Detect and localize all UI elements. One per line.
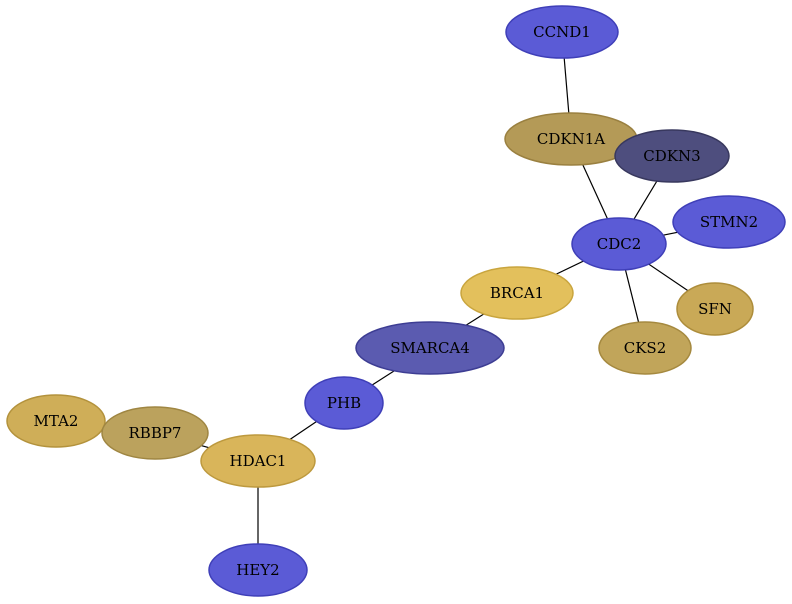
node-cdkn1a[interactable]: CDKN1A <box>504 112 638 166</box>
node-ellipse <box>571 217 667 271</box>
node-phb[interactable]: PHB <box>304 376 384 430</box>
node-brca1[interactable]: BRCA1 <box>460 266 574 320</box>
node-label: PHB <box>327 394 361 412</box>
node-mta2[interactable]: MTA2 <box>6 394 106 448</box>
node-ellipse <box>614 129 730 183</box>
node-label: SFN <box>698 300 732 318</box>
node-label: RBBP7 <box>129 424 182 442</box>
node-label: STMN2 <box>700 213 758 231</box>
node-hey2[interactable]: HEY2 <box>208 543 308 597</box>
node-label: HEY2 <box>236 561 279 579</box>
edges-layer <box>154 31 730 570</box>
node-smarca4[interactable]: SMARCA4 <box>355 321 505 375</box>
node-stmn2[interactable]: STMN2 <box>672 195 786 249</box>
node-cdc2[interactable]: CDC2 <box>571 217 667 271</box>
node-ellipse <box>6 394 106 448</box>
node-ellipse <box>101 406 209 460</box>
node-cks2[interactable]: CKS2 <box>598 321 692 375</box>
node-ellipse <box>460 266 574 320</box>
node-ellipse <box>676 282 754 336</box>
node-rbbp7[interactable]: RBBP7 <box>101 406 209 460</box>
node-label: CKS2 <box>624 339 667 357</box>
node-ccnd1[interactable]: CCND1 <box>505 5 619 59</box>
node-label: CDKN1A <box>537 130 605 148</box>
node-ellipse <box>355 321 505 375</box>
node-ellipse <box>304 376 384 430</box>
node-label: SMARCA4 <box>390 339 470 357</box>
node-label: BRCA1 <box>490 284 544 302</box>
node-label: MTA2 <box>34 412 79 430</box>
node-ellipse <box>200 434 316 488</box>
node-cdkn3[interactable]: CDKN3 <box>614 129 730 183</box>
node-hdac1[interactable]: HDAC1 <box>200 434 316 488</box>
node-label: CDKN3 <box>643 147 700 165</box>
node-label: HDAC1 <box>230 452 287 470</box>
node-ellipse <box>672 195 786 249</box>
node-ellipse <box>598 321 692 375</box>
node-ellipse <box>505 5 619 59</box>
node-label: CDC2 <box>597 235 642 253</box>
node-ellipse <box>208 543 308 597</box>
node-sfn[interactable]: SFN <box>676 282 754 336</box>
node-label: CCND1 <box>533 23 591 41</box>
